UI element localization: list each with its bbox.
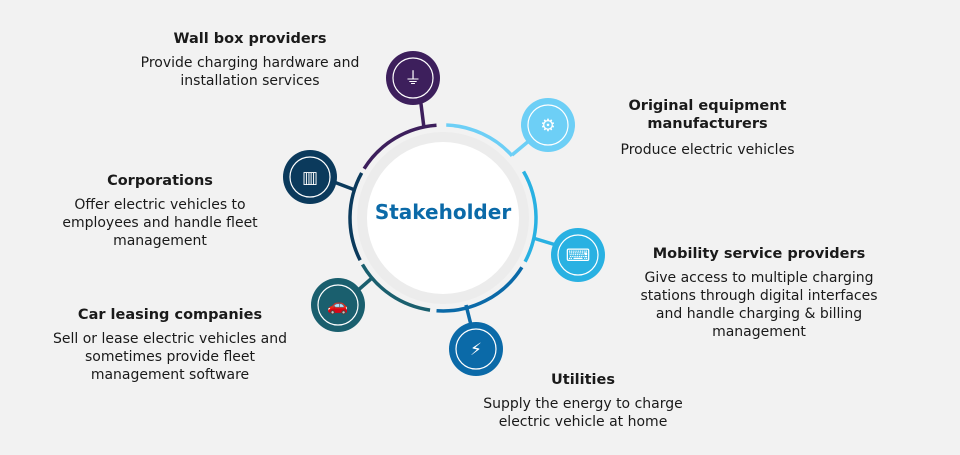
laptop-charging-icon: ⌨ [566,246,591,266]
icon-circle [449,322,503,376]
icon-inner-ring [289,156,331,198]
plug-icon: ⏚ [405,69,422,89]
icon-circle [283,150,337,204]
icon-inner-ring [455,328,497,370]
description: Sell or lease electric vehicles and some… [53,331,287,383]
icon-circle [311,278,365,332]
wall-box-providers-text: Wall box providers Provide charging hard… [120,30,380,90]
description: Produce electric vehicles [620,142,795,158]
car-icon: 🚗 [327,296,348,316]
description: Give access to multiple charging station… [640,270,878,340]
car-leasing-text: Car leasing companies Sell or lease elec… [50,306,290,384]
arc-segment [446,123,514,157]
icon-inner-ring [527,104,569,146]
utilities-text: Utilities Supply the energy to charge el… [468,371,698,431]
icon-circle [386,51,440,105]
description: Supply the energy to charge electric veh… [483,396,683,430]
title: Wall box providers [173,31,327,47]
power-tower-icon: ⚡ [470,340,482,360]
title: Mobility service providers [652,246,866,262]
title: Corporations [107,173,213,189]
buildings-icon: ▥ [302,168,318,188]
center-label: Stakeholder [374,200,512,224]
icon-inner-ring [557,234,599,276]
icon-inner-ring [317,284,359,326]
corporations-text: Corporations Offer electric vehicles to … [45,172,275,250]
icon-circle [521,98,575,152]
arc-segment [522,170,538,263]
description: Offer electric vehicles to employees and… [62,197,258,249]
title: Car leasing companies [77,307,263,323]
icon-circle [551,228,605,282]
mobility-text: Mobility service providers Give access t… [640,245,878,341]
title: Original equipment manufacturers [628,98,787,132]
icon-inner-ring [392,57,434,99]
factory-icon: ⚙ [540,116,555,136]
center-circle [367,142,519,294]
arc-segment [362,123,437,170]
arc-segment [436,266,524,313]
oem-text: Original equipment manufacturers Produce… [600,97,815,159]
arc-segment [348,172,364,262]
title: Utilities [551,372,615,388]
arc-segment [360,263,431,312]
description: Provide charging hardware and installati… [140,55,360,89]
